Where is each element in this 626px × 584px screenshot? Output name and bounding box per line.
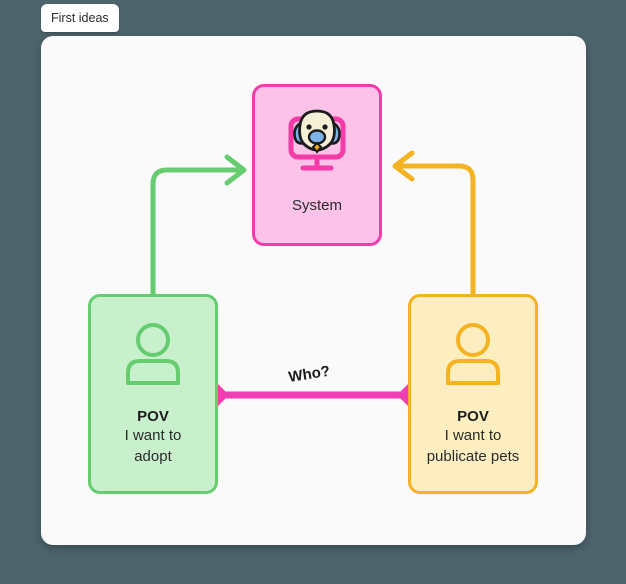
edge-label-who: Who?: [287, 362, 332, 386]
node-system-label: System: [291, 197, 342, 214]
tab-label: First ideas: [51, 11, 109, 25]
person-icon: [442, 321, 504, 392]
node-publisher-title: POV: [457, 408, 489, 425]
node-adopter-title: POV: [137, 408, 169, 425]
dog-monitor-icon: [283, 105, 351, 182]
tab-bar: First ideas: [41, 4, 119, 34]
edge-adopter-to-system: [150, 154, 247, 297]
node-adopter-subtitle-line1: I want to: [124, 427, 182, 444]
person-icon: [122, 321, 184, 392]
node-publisher-subtitle-line1: I want to: [444, 427, 502, 444]
node-adopter-subtitle-line2: adopt: [134, 447, 172, 465]
diagram-canvas[interactable]: Who? System: [41, 36, 586, 545]
edge-publisher-to-system: [392, 150, 476, 297]
node-system[interactable]: System: [252, 84, 382, 246]
edge-adopter-to-publisher[interactable]: [207, 384, 419, 406]
node-adopter[interactable]: POV I want to adopt: [88, 294, 218, 494]
node-publisher[interactable]: POV I want to publicate pets: [408, 294, 538, 494]
tab-first-ideas[interactable]: First ideas: [41, 4, 119, 32]
node-publisher-subtitle-line2: publicate pets: [426, 447, 520, 465]
